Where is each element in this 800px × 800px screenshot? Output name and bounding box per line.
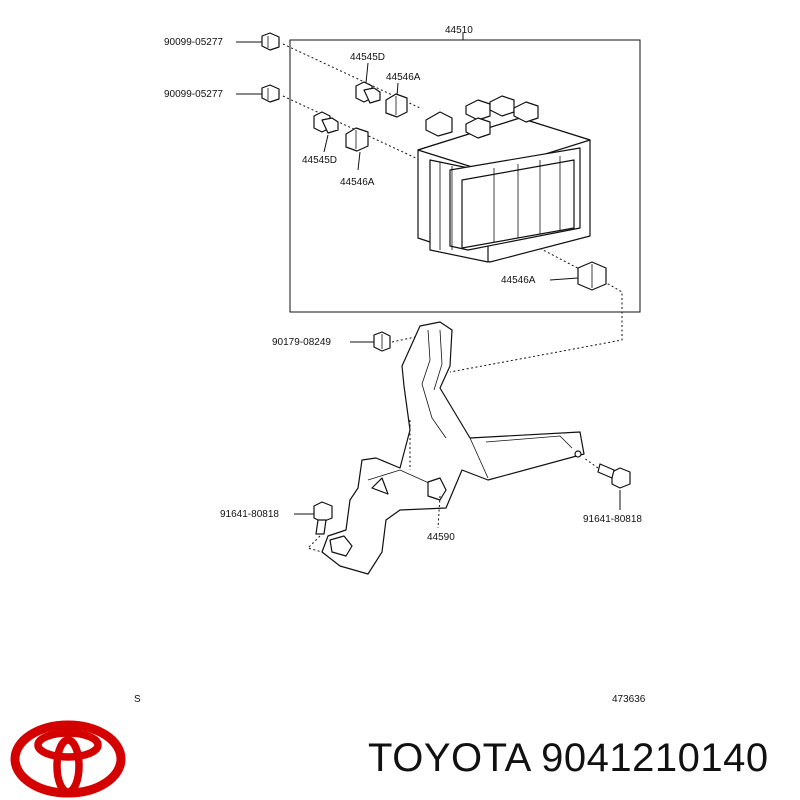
flange-bolt-icon-right xyxy=(597,463,631,489)
label-44590: 44590 xyxy=(427,532,455,543)
label-90099-05277-second: 90099-05277 xyxy=(164,89,223,100)
label-44545D-left: 44545D xyxy=(302,155,337,166)
bushing-icon-top xyxy=(385,93,408,118)
label-91641-80818-left: 91641-80818 xyxy=(220,509,279,520)
part-title: TOYOTA 9041210140 xyxy=(368,736,769,780)
abs-actuator-unit xyxy=(417,95,591,263)
flange-bolt-icon-left xyxy=(313,501,333,535)
grommet-icon-top xyxy=(355,81,381,104)
bushing-icon-left xyxy=(345,127,369,152)
diagram-number: 473636 xyxy=(612,694,646,705)
bracket-icon xyxy=(321,321,585,575)
label-90179-08249: 90179-08249 xyxy=(272,337,331,348)
nut-icon xyxy=(373,331,391,352)
label-44546A-top: 44546A xyxy=(386,72,421,83)
toyota-logo-icon xyxy=(10,720,126,798)
assembly-frame xyxy=(289,39,641,313)
label-91641-80818-right: 91641-80818 xyxy=(583,514,642,525)
bushing-icon-right xyxy=(577,261,607,291)
bolt-icon-second xyxy=(261,84,280,103)
label-44546A-right: 44546A xyxy=(501,275,536,286)
label-90099-05277-top: 90099-05277 xyxy=(164,37,223,48)
bolt-icon-top xyxy=(261,32,280,51)
label-44546A-left: 44546A xyxy=(340,177,375,188)
grommet-icon-left xyxy=(313,111,339,134)
label-44510: 44510 xyxy=(445,25,473,36)
label-44545D-top: 44545D xyxy=(350,52,385,63)
corner-mark: S xyxy=(134,694,141,705)
